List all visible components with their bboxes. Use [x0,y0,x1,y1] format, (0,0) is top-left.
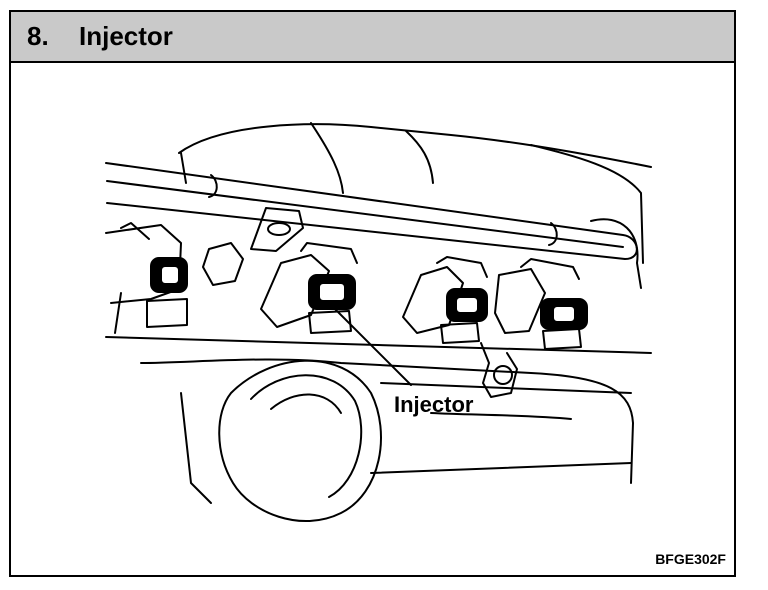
injector-illustration [105,122,652,522]
rail-bolt [202,242,244,286]
section-title: Injector [79,21,173,51]
injector-callout-label: Injector [394,392,474,417]
callout-leader [328,302,412,386]
section-header: 8. Injector [11,12,734,63]
throttle-body [218,359,382,522]
section-number: 8. [27,21,49,51]
injector-4 [494,258,588,350]
rail-bracket [250,207,304,252]
figure-frame: 8. Injector [9,10,736,577]
lower-manifold [105,336,652,354]
injector-1 [105,222,188,334]
intake-manifold-outline [178,123,652,168]
injector-3 [402,256,488,344]
figure-code: BFGE302F [655,551,726,567]
injector-2 [260,242,358,334]
